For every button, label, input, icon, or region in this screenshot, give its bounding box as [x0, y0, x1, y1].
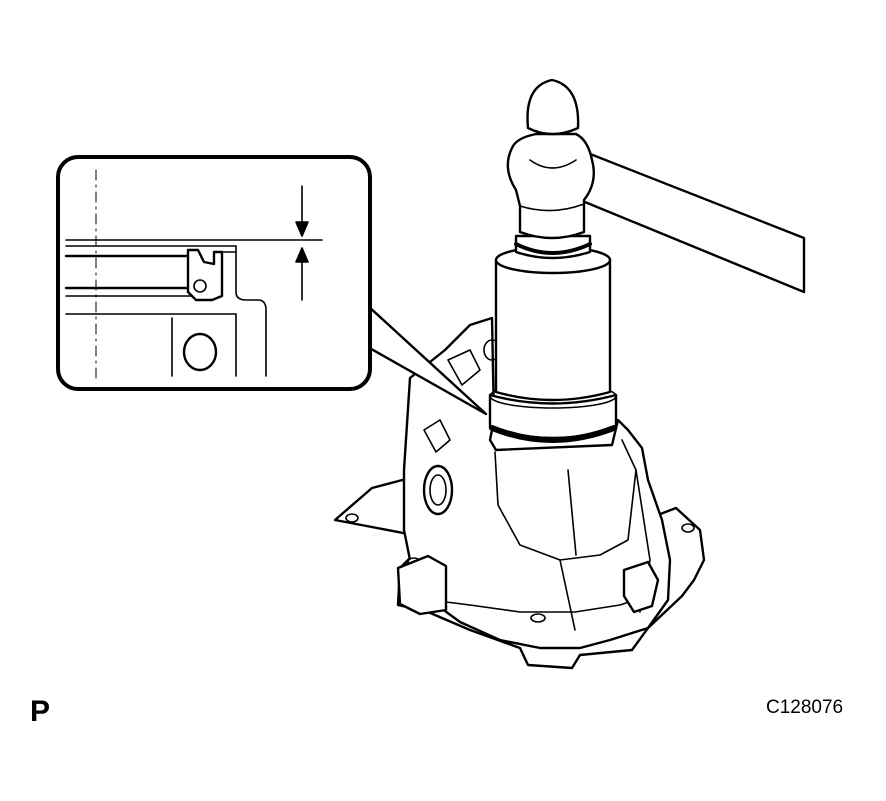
housing-boss-upper: [423, 419, 451, 453]
flange-bolt-hole-1: [345, 513, 359, 523]
callout-seal-spring: [193, 279, 207, 293]
housing-rib-front: [559, 469, 577, 631]
hammer-head: [506, 132, 595, 240]
housing-boss-top: [447, 349, 481, 386]
view-label: P: [30, 695, 51, 728]
tool-body: [494, 258, 612, 402]
tool-neck-ring: [514, 242, 592, 255]
callout-housing-bore: [235, 245, 267, 377]
oil-seal-ring: [489, 425, 617, 443]
detail-callout: [56, 155, 372, 391]
hammer-head-neck: [529, 159, 577, 169]
flange-bolt-hole-4: [681, 523, 695, 533]
hammer-handle: [578, 148, 806, 294]
housing-rib-left: [494, 439, 637, 561]
dimension-arrow-top-head: [295, 221, 309, 237]
callout-bearing-ball: [182, 332, 218, 372]
hammer: [506, 78, 806, 294]
flange-bolt-hole-3: [530, 613, 546, 623]
seal-installer-tool: [488, 234, 618, 443]
housing-lower-edge: [429, 594, 651, 613]
flange-lug-front: [396, 554, 448, 616]
figure-code: C128076: [766, 697, 844, 718]
hammer-cap: [526, 78, 580, 136]
callout-lower-walls: [171, 313, 237, 377]
housing-port-inner: [429, 474, 447, 506]
housing-port-outer: [422, 464, 454, 516]
flange-lug-right: [622, 560, 660, 614]
hammer-head-band: [519, 203, 585, 212]
dimension-arrow-bottom-head: [295, 247, 309, 263]
